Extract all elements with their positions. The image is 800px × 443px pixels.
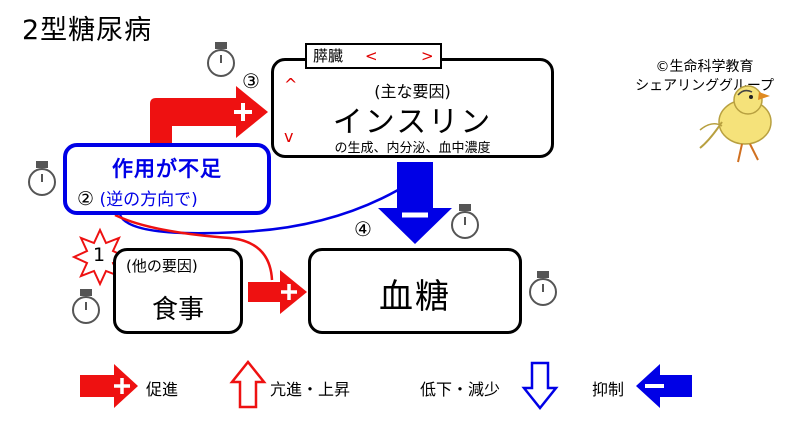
legend-promote-icon [80, 364, 138, 408]
credit-line-1: ©生命科学教育 [655, 59, 754, 75]
glucose-name: 血糖 [379, 277, 451, 317]
stopwatch-icon [28, 161, 56, 196]
food-name: 食事 [151, 295, 204, 325]
stopwatch-icon [529, 271, 557, 306]
stopwatch-icon [207, 42, 235, 77]
legend-promote-label: 促進 [146, 380, 179, 399]
action-sub: ② (逆の方向で) [77, 185, 198, 210]
action-line-red [114, 213, 274, 281]
legend-inhibit-icon [636, 364, 692, 408]
action-box: 作用が不足 ② (逆の方向で) [63, 143, 271, 215]
pancreas-gt: > [421, 47, 434, 65]
caret-up-icon: ^ [284, 75, 298, 94]
legend-decrease-label: 低下・減少 [420, 380, 501, 399]
legend-increase-label: 亢進・上昇 [270, 380, 351, 399]
pancreas-lt: < [365, 47, 378, 65]
inhibit-arrow-insulin-to-glucose [378, 162, 452, 244]
pancreas-label-box: 膵臓 < > [305, 43, 442, 69]
food-factor-label: (他の要因) [126, 257, 198, 275]
promote-arrow-action-to-insulin [150, 86, 268, 143]
stopwatch-icon [72, 289, 100, 324]
action-sub-label: (逆の方向で) [99, 190, 198, 210]
action-label: 作用が不足 [112, 157, 222, 181]
action-line-blue [118, 188, 399, 235]
caret-down-icon: v [284, 127, 294, 146]
page-title: 2型糖尿病 [22, 15, 153, 46]
stopwatch-icon [451, 204, 479, 239]
legend-inhibit-label: 抑制 [592, 380, 625, 399]
legend-increase-icon [229, 359, 267, 409]
food-box: (他の要因) 食事 [113, 248, 243, 334]
insulin-sub-label: の生成、内分泌、血中濃度 [334, 141, 491, 156]
insulin-name: インスリン [332, 105, 493, 140]
glucose-box: 血糖 [308, 248, 522, 334]
number-1: 1 [93, 244, 106, 266]
pancreas-label: 膵臓 [313, 47, 344, 65]
chick-illustration [699, 85, 772, 163]
number-2: ② [77, 188, 95, 210]
insulin-factor-label: (主な要因) [374, 82, 451, 101]
insulin-box: ^ v (主な要因) インスリン の生成、内分泌、血中濃度 [271, 58, 554, 158]
number-4: ④ [354, 217, 372, 241]
number-3: ③ [242, 69, 260, 93]
promote-arrow-food-to-glucose [248, 270, 307, 314]
legend-decrease-icon [521, 361, 559, 411]
